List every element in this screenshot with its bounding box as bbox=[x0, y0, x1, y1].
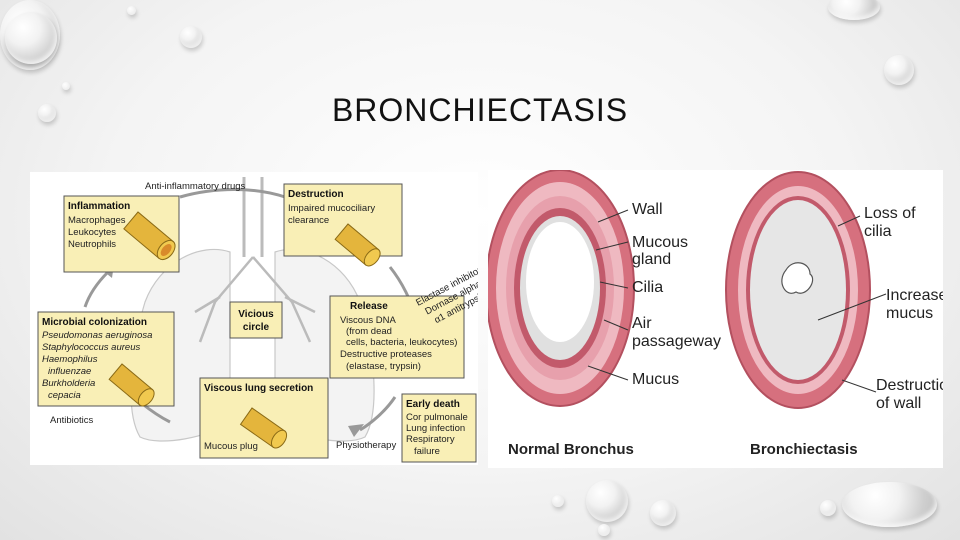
water-droplet-decoration bbox=[650, 500, 676, 526]
early-death-line: Respiratory bbox=[406, 434, 455, 445]
microbial-line: influenzae bbox=[48, 366, 91, 377]
mucous-plug-label: Mucous plug bbox=[204, 441, 258, 452]
increased-label: Increased bbox=[886, 287, 943, 304]
water-droplet-decoration bbox=[842, 482, 937, 527]
water-droplet-decoration bbox=[62, 82, 70, 90]
physiotherapy-label: Physiotherapy bbox=[336, 440, 396, 451]
passageway-label: passageway bbox=[632, 333, 721, 350]
slide-title: BRONCHIECTASIS bbox=[0, 92, 960, 129]
normal-bronchus-caption: Normal Bronchus bbox=[508, 441, 634, 458]
destruction-label: Destruction bbox=[876, 377, 943, 394]
destruction-line: Impaired mucociliary bbox=[288, 203, 375, 214]
microbial-line: Burkholderia bbox=[42, 378, 95, 389]
mucus-increase-label: mucus bbox=[886, 305, 933, 322]
water-droplet-decoration bbox=[5, 12, 57, 64]
circle-label: circle bbox=[243, 322, 270, 333]
mucus-label: Mucus bbox=[632, 371, 679, 388]
cilia-loss-label: cilia bbox=[864, 223, 892, 240]
early-death-heading: Early death bbox=[406, 399, 460, 410]
early-death-line: failure bbox=[414, 446, 440, 457]
cilia-label: Cilia bbox=[632, 279, 663, 296]
water-droplet-decoration bbox=[180, 26, 202, 48]
bronchus-comparison-diagram: Wall Mucous gland Cilia Air passageway M… bbox=[488, 170, 943, 468]
water-droplet-decoration bbox=[586, 480, 628, 522]
release-line: (from dead bbox=[346, 326, 392, 337]
early-death-line: Lung infection bbox=[406, 423, 465, 434]
release-line: Viscous DNA bbox=[340, 315, 396, 326]
vicious-label: Vicious bbox=[238, 309, 274, 320]
release-heading: Release bbox=[350, 301, 388, 312]
microbial-heading: Microbial colonization bbox=[42, 317, 147, 328]
destruction-heading: Destruction bbox=[288, 189, 344, 200]
destruction-line: clearance bbox=[288, 215, 329, 226]
water-droplet-decoration bbox=[552, 495, 564, 507]
microbial-line: Haemophilus bbox=[42, 354, 98, 365]
water-droplet-decoration bbox=[598, 524, 610, 536]
inflammation-line: Neutrophils bbox=[68, 239, 116, 250]
gland-label: gland bbox=[632, 251, 671, 268]
microbial-line: cepacia bbox=[48, 390, 81, 401]
anti-inflammatory-label: Anti-inflammatory drugs bbox=[145, 181, 246, 192]
inflammation-heading: Inflammation bbox=[68, 201, 130, 212]
wall-label: Wall bbox=[632, 201, 663, 218]
viscous-heading: Viscous lung secretion bbox=[204, 383, 313, 394]
microbial-line: Pseudomonas aeruginosa bbox=[42, 330, 152, 341]
early-death-line: Cor pulmonale bbox=[406, 412, 468, 423]
mucous-label: Mucous bbox=[632, 234, 688, 251]
release-line: (elastase, trypsin) bbox=[346, 361, 421, 372]
inflammation-line: Macrophages bbox=[68, 215, 126, 226]
water-droplet-decoration bbox=[884, 55, 914, 85]
of-wall-label: of wall bbox=[876, 395, 921, 412]
microbial-line: Staphylococcus aureus bbox=[42, 342, 140, 353]
water-droplet-decoration bbox=[820, 500, 836, 516]
antibiotics-label: Antibiotics bbox=[50, 415, 94, 426]
vicious-circle-diagram: Anti-inflammatory drugs Inflammation Mac… bbox=[30, 172, 478, 465]
bronchiectasis-caption: Bronchiectasis bbox=[750, 441, 858, 458]
release-line: Destructive proteases bbox=[340, 349, 432, 360]
water-droplet-decoration bbox=[127, 6, 136, 15]
loss-of-label: Loss of bbox=[864, 205, 916, 222]
inflammation-line: Leukocytes bbox=[68, 227, 116, 238]
bronchiectasis-cross-section bbox=[726, 172, 870, 408]
normal-bronchus-cross-section bbox=[488, 170, 634, 406]
water-droplet-decoration bbox=[828, 0, 880, 20]
air-label: Air bbox=[632, 315, 652, 332]
release-line: cells, bacteria, leukocytes) bbox=[346, 337, 457, 348]
